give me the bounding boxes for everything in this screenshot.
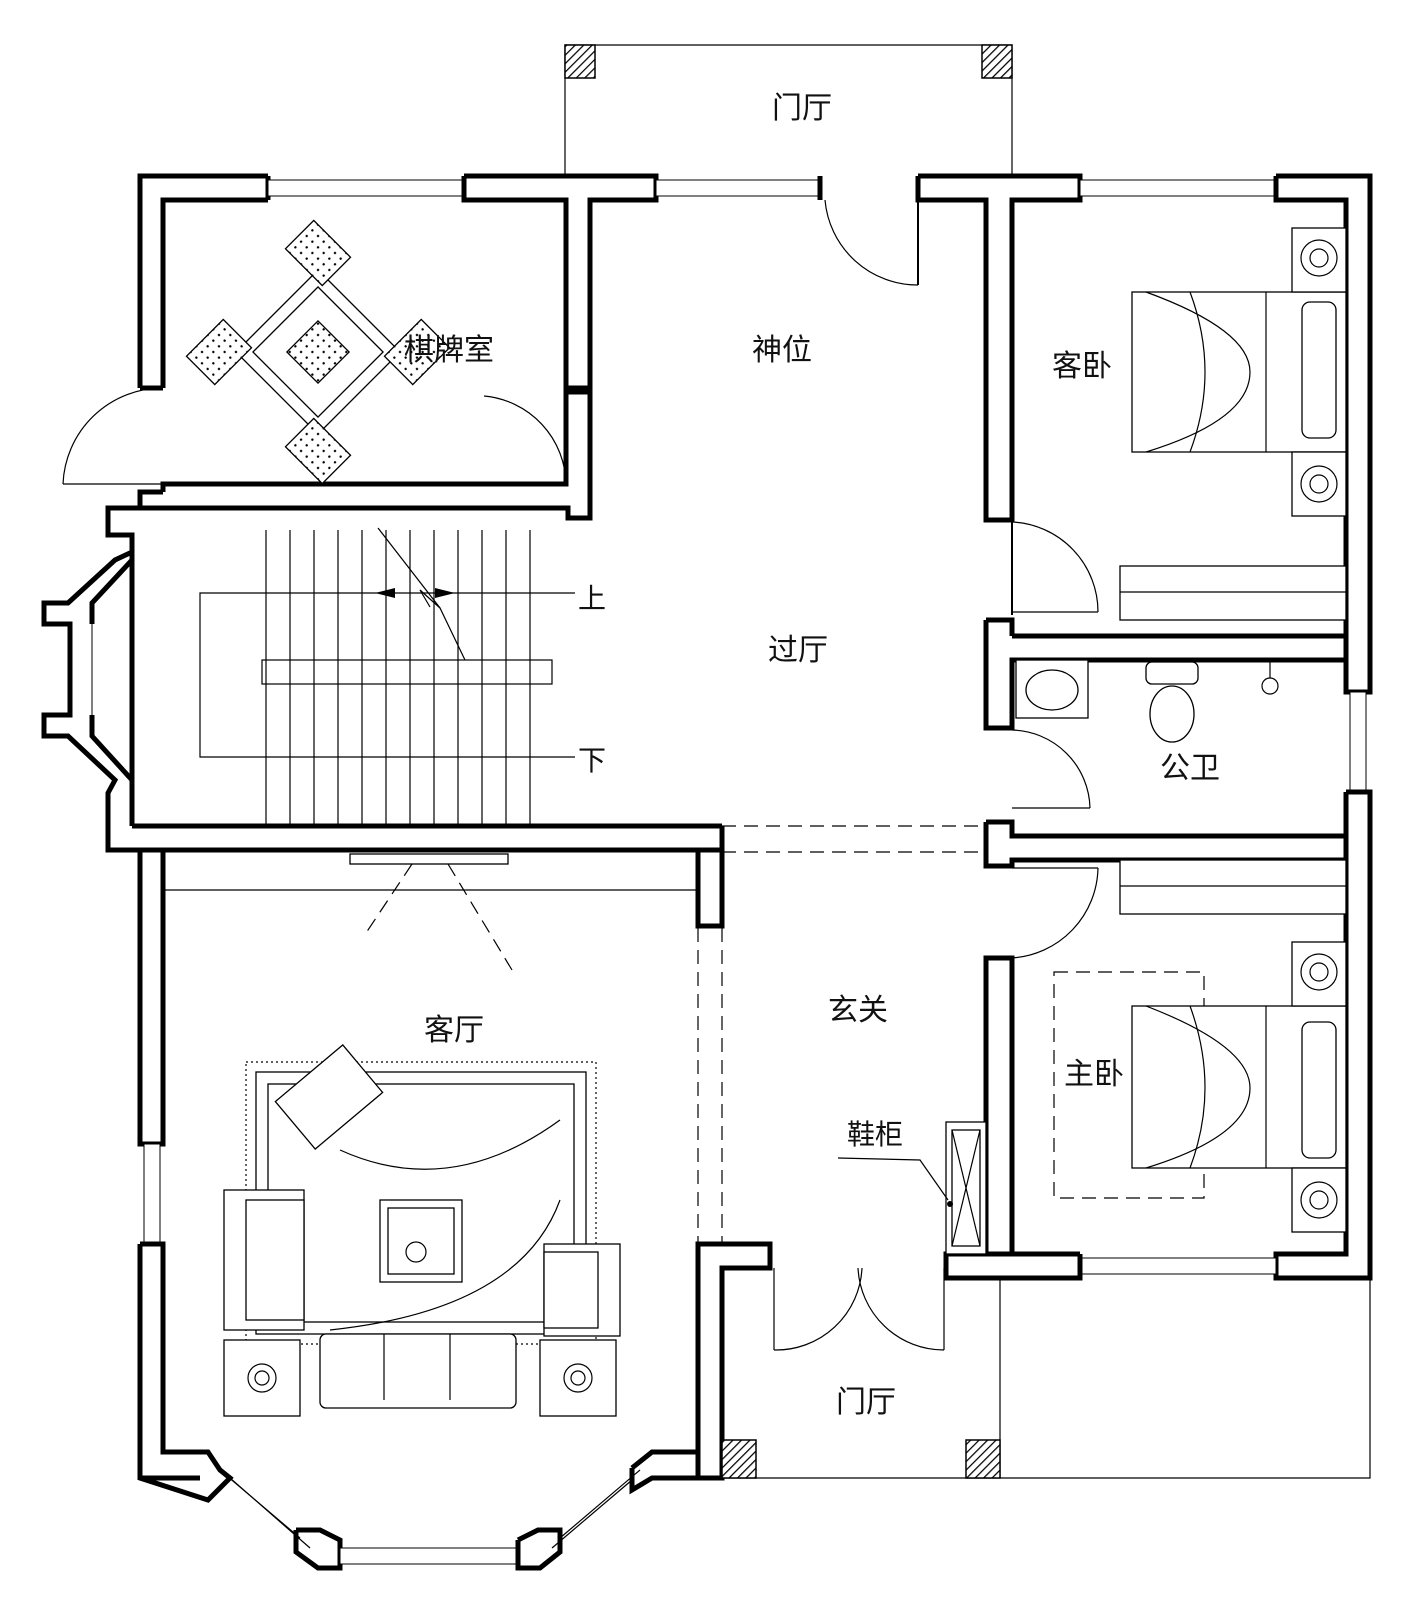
label-entrance-hall-top: 门厅 xyxy=(772,91,832,126)
door-swing-mahjong xyxy=(62,387,164,485)
staircase[interactable] xyxy=(265,530,531,826)
window-mahjong xyxy=(267,179,465,197)
shoe-cabinet: 鞋柜 xyxy=(837,1118,987,1255)
column-bottom-left xyxy=(721,1439,757,1479)
door-swing-master xyxy=(1011,867,1099,959)
column-bottom-right xyxy=(965,1439,1001,1479)
window-guest-bedroom xyxy=(1079,179,1277,197)
column-top-right xyxy=(981,44,1013,79)
label-master-bedroom: 主卧 xyxy=(1064,1057,1124,1092)
top-porch xyxy=(564,44,1013,175)
door-swing-front-right xyxy=(857,1267,945,1351)
window-living-bottom xyxy=(339,1547,519,1565)
door-swing-guest xyxy=(1011,521,1099,613)
label-corridor: 过厅 xyxy=(768,633,828,668)
door-swing-mahjong-2 xyxy=(483,395,567,485)
label-entrance-hall-bottom: 门厅 xyxy=(836,1385,896,1420)
shoe-cabinet-label: 鞋柜 xyxy=(847,1118,903,1151)
window-shrine xyxy=(655,179,821,197)
label-public-bathroom: 公卫 xyxy=(1160,751,1220,786)
window-living-side xyxy=(143,1143,161,1245)
door-swing-top xyxy=(824,199,919,286)
door-swing-front-left xyxy=(773,1267,863,1351)
tv-unit xyxy=(349,853,509,865)
stair-down-label: 下 xyxy=(578,744,606,777)
room-labels: 门厅 棋牌室 神位 客卧 过厅 公卫 玄关 主卧 客厅 门厅 xyxy=(404,91,1220,1420)
label-living-room: 客厅 xyxy=(424,1013,484,1048)
label-shrine: 神位 xyxy=(752,333,812,368)
label-foyer: 玄关 xyxy=(828,993,888,1028)
living-furniture xyxy=(223,1044,621,1417)
bottom-porch xyxy=(721,1267,1371,1479)
master-bed xyxy=(1053,859,1347,1233)
window-bathroom xyxy=(1349,691,1367,793)
label-mahjong-room: 棋牌室 xyxy=(404,333,494,368)
mahjong-walls xyxy=(62,387,593,521)
mahjong-table xyxy=(185,219,451,485)
stair-bay xyxy=(41,505,986,929)
window-master-bedroom xyxy=(1079,1257,1277,1275)
stair-up-label: 上 xyxy=(578,582,606,615)
label-guest-bedroom: 客卧 xyxy=(1052,349,1112,384)
column-top-left xyxy=(564,44,596,79)
bathroom-fixtures xyxy=(1015,659,1279,743)
interior-walls xyxy=(983,517,1346,961)
stair-arrows: 上 下 xyxy=(199,527,606,777)
guest-bed xyxy=(1119,227,1347,621)
living-room-walls xyxy=(137,850,773,1571)
door-swing-bathroom xyxy=(1011,729,1091,809)
